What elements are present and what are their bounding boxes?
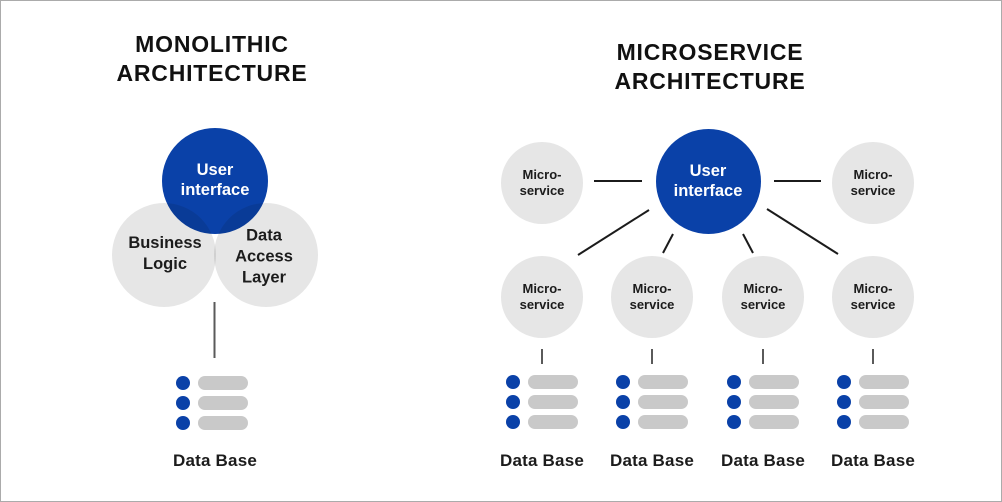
database-pill-icon xyxy=(528,395,578,409)
monolithic-title: MONOLITHIC ARCHITECTURE xyxy=(116,31,308,86)
connector-ui-to-service-bottom-4 xyxy=(766,208,839,255)
service-circle-bottom-3 xyxy=(722,256,804,338)
connector-ui-to-service-bottom-1 xyxy=(577,209,650,256)
database-dot-icon xyxy=(506,375,520,389)
database-dot-icon xyxy=(727,415,741,429)
database-icon-row xyxy=(506,395,578,409)
service-circle-bottom-2 xyxy=(611,256,693,338)
ms-database-icon-3 xyxy=(727,375,799,429)
database-pill-icon xyxy=(859,395,909,409)
database-pill-icon xyxy=(638,375,688,389)
business-logic-label: Business Logic xyxy=(128,234,202,273)
database-dot-icon xyxy=(176,416,190,430)
data-access-layer-label: Data Access Layer xyxy=(235,226,293,287)
ms-database-label-2: Data Base xyxy=(609,451,695,470)
mono-user-interface-label: User interface xyxy=(180,161,250,199)
database-icon-row xyxy=(506,375,578,389)
database-icon-row xyxy=(837,375,909,389)
database-dot-icon xyxy=(837,415,851,429)
database-dot-icon xyxy=(506,395,520,409)
database-icon-row xyxy=(837,415,909,429)
connector-ui-to-service-bottom-3 xyxy=(742,233,754,254)
service-circle-bottom-1 xyxy=(501,256,583,338)
ms-database-label-4: Data Base xyxy=(830,451,916,470)
ms-database-icon-1 xyxy=(506,375,578,429)
database-dot-icon xyxy=(506,415,520,429)
database-dot-icon xyxy=(616,375,630,389)
database-pill-icon xyxy=(528,375,578,389)
database-pill-icon xyxy=(638,395,688,409)
service-circle-top-left xyxy=(501,142,583,224)
ms-user-interface-label: User interface xyxy=(673,162,743,200)
ms-database-label-3: Data Base xyxy=(720,451,806,470)
mono-database-icon xyxy=(176,376,248,430)
database-pill-icon xyxy=(749,375,799,389)
database-icon-row xyxy=(616,395,688,409)
database-pill-icon xyxy=(749,415,799,429)
database-pill-icon xyxy=(638,415,688,429)
database-icon-row xyxy=(837,395,909,409)
service-label-top-left: Micro- service xyxy=(519,167,565,198)
database-icon-row xyxy=(727,375,799,389)
database-pill-icon xyxy=(859,375,909,389)
service-label-bottom-4: Micro- service xyxy=(850,281,896,312)
service-circle-bottom-4 xyxy=(832,256,914,338)
service-label-bottom-1: Micro- service xyxy=(519,281,565,312)
database-dot-icon xyxy=(837,375,851,389)
database-pill-icon xyxy=(198,376,248,390)
database-icon-row xyxy=(506,415,578,429)
database-icon-row xyxy=(727,395,799,409)
database-icon-row xyxy=(176,416,248,430)
database-icon-row xyxy=(616,375,688,389)
database-dot-icon xyxy=(176,396,190,410)
database-pill-icon xyxy=(859,415,909,429)
ms-database-icon-4 xyxy=(837,375,909,429)
database-dot-icon xyxy=(616,395,630,409)
service-label-bottom-2: Micro- service xyxy=(629,281,675,312)
ms-database-label-1: Data Base xyxy=(499,451,585,470)
service-label-bottom-3: Micro- service xyxy=(740,281,786,312)
microservice-title: MICROSERVICE ARCHITECTURE xyxy=(614,39,806,94)
database-pill-icon xyxy=(528,415,578,429)
database-icon-row xyxy=(176,376,248,390)
service-label-top-right: Micro- service xyxy=(850,167,896,198)
database-pill-icon xyxy=(198,416,248,430)
database-pill-icon xyxy=(198,396,248,410)
database-dot-icon xyxy=(727,375,741,389)
database-dot-icon xyxy=(176,376,190,390)
mono-user-interface-circle xyxy=(162,128,268,234)
ms-user-interface-circle xyxy=(656,129,761,234)
database-dot-icon xyxy=(616,415,630,429)
database-pill-icon xyxy=(749,395,799,409)
database-icon-row xyxy=(616,415,688,429)
database-dot-icon xyxy=(837,395,851,409)
ms-database-icon-2 xyxy=(616,375,688,429)
database-dot-icon xyxy=(727,395,741,409)
mono-database-label: Data Base xyxy=(172,451,258,470)
database-icon-row xyxy=(727,415,799,429)
service-circle-top-right xyxy=(832,142,914,224)
connector-ui-to-service-bottom-2 xyxy=(662,233,674,254)
database-icon-row xyxy=(176,396,248,410)
